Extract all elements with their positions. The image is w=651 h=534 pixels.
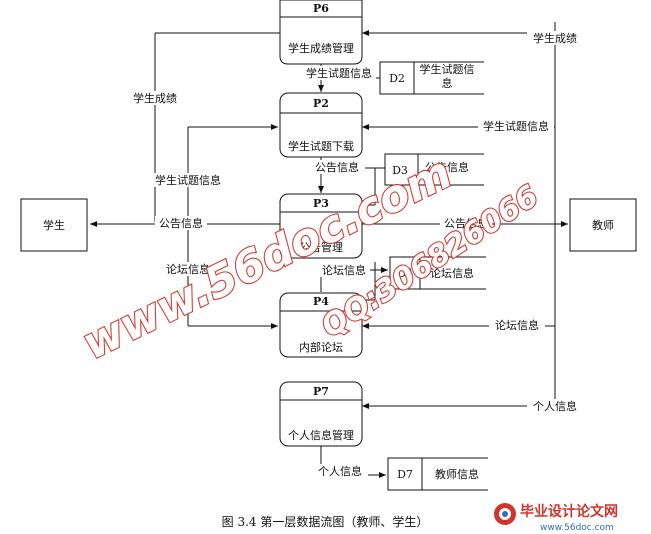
flow-label-grades-student: 学生成绩 bbox=[133, 91, 177, 105]
entity-student-label: 学生 bbox=[43, 218, 65, 232]
store-d3-id: D3 bbox=[392, 164, 408, 177]
process-p6: P6 学生成绩管理 bbox=[279, 0, 363, 65]
flow-label-forum-store: 论坛信息 bbox=[322, 263, 366, 277]
store-d2-name: 学生试题信息 bbox=[419, 63, 475, 90]
logo-text: 毕业设计论文网 bbox=[520, 503, 618, 520]
store-d3-name: 公告信息 bbox=[425, 160, 469, 174]
store-d7: D7 教师信息 bbox=[387, 457, 488, 491]
process-p3-name: 公告管理 bbox=[299, 240, 343, 254]
flow-label-grades-teacher: 学生成绩 bbox=[533, 31, 577, 45]
entity-teacher-label: 教师 bbox=[592, 219, 614, 232]
process-p3: P3 公告管理 bbox=[279, 193, 363, 259]
process-p6-name: 学生成绩管理 bbox=[288, 41, 354, 55]
site-logo: 毕业设计论文网 www.56doc.com bbox=[494, 503, 618, 533]
store-d2-id: D2 bbox=[389, 72, 405, 85]
flow-label-questions-store: 学生试题信息 bbox=[306, 66, 372, 80]
store-d4: D4 论坛信息 bbox=[389, 256, 486, 290]
store-d4-id: D4 bbox=[397, 267, 413, 280]
flow-label-personal-store: 个人信息 bbox=[318, 464, 362, 478]
process-p6-id: P6 bbox=[313, 2, 329, 15]
process-p4-name: 内部论坛 bbox=[299, 340, 343, 354]
process-p2-id: P2 bbox=[313, 97, 329, 110]
figure-caption: 图 3.4 第一层数据流图（教师、学生） bbox=[222, 514, 429, 529]
flow-labels: 学生成绩 学生成绩 学生试题信息 学生试题信息 学生试题信息 公告信息 公告信息… bbox=[127, 31, 583, 478]
process-p7-id: P7 bbox=[313, 385, 329, 398]
flow-label-forum-teacher: 论坛信息 bbox=[495, 318, 539, 332]
process-p4-id: P4 bbox=[313, 295, 329, 308]
store-d7-id: D7 bbox=[397, 468, 413, 481]
flow-label-notice-store: 公告信息 bbox=[315, 160, 359, 174]
flow-label-forum-student: 论坛信息 bbox=[166, 262, 210, 276]
flow-label-questions-teacher: 学生试题信息 bbox=[483, 119, 549, 133]
entity-student: 学生 bbox=[20, 198, 88, 252]
flow-label-personal-teacher: 个人信息 bbox=[533, 399, 577, 413]
process-p2: P2 学生试题下载 bbox=[279, 92, 363, 158]
process-p7-name: 个人信息管理 bbox=[288, 428, 354, 442]
process-p3-id: P3 bbox=[313, 197, 329, 210]
flow-label-questions-student: 学生试题信息 bbox=[155, 173, 221, 187]
store-d3: D3 公告信息 bbox=[384, 153, 484, 186]
flow-label-notice-teacher: 公告信息 bbox=[444, 216, 488, 230]
logo-url: www.56doc.com bbox=[540, 523, 614, 533]
flow-label-notice-student: 公告信息 bbox=[159, 216, 203, 230]
entity-teacher: 教师 bbox=[569, 198, 637, 252]
store-d4-name: 论坛信息 bbox=[430, 266, 474, 280]
store-d2: D2 学生试题信息 bbox=[379, 61, 484, 95]
process-p7: P7 个人信息管理 bbox=[279, 381, 363, 447]
process-p2-name: 学生试题下载 bbox=[288, 139, 354, 153]
process-p4: P4 内部论坛 bbox=[279, 292, 363, 358]
store-d7-name: 教师信息 bbox=[435, 467, 479, 481]
